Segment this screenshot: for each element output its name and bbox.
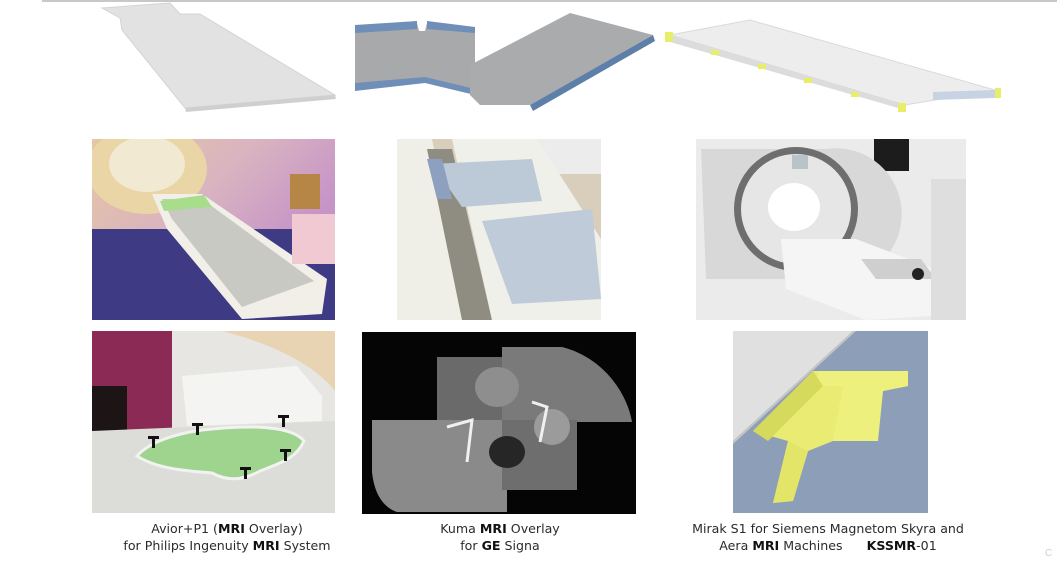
avior-caption: Avior+P1 (MRI Overlay) for Philips Ingen… [82,520,372,554]
avior-render-image [90,0,340,112]
kuma-photo [397,139,601,320]
watermark-text: C [1045,548,1053,559]
kuma-caption-line2: for GE Signa [460,538,540,553]
mirak-render-image [665,10,1005,115]
avior-photo [92,139,335,320]
mirak-caption: Mirak S1 for Siemens Magnetom Skyra and … [672,520,984,554]
mirak-connector-image [733,331,928,513]
mirak-caption-line2: Aera MRI Machines KSSMR-01 [719,538,937,553]
kuma-caption: Kuma MRI Overlay for GE Signa [400,520,600,554]
mirak-photo [696,139,966,320]
avior-caption-line2: for Philips Ingenuity MRI System [123,538,331,553]
kuma-render-image [345,5,665,117]
kuma-mri-scan-image [362,332,636,514]
avior-detail-photo [92,331,335,513]
avior-caption-line1: Avior+P1 (MRI Overlay) [151,521,303,536]
mirak-caption-line1: Mirak S1 for Siemens Magnetom Skyra and [692,521,964,536]
kuma-caption-line1: Kuma MRI Overlay [440,521,560,536]
top-divider-line [42,0,1057,2]
